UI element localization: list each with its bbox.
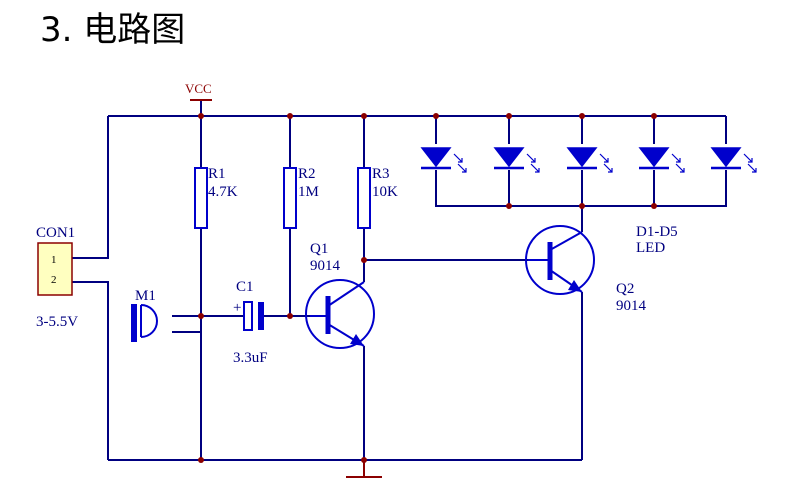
resistor-r3: R3 10K	[357, 166, 398, 229]
supply-voltage: 3-5.5V	[36, 314, 78, 330]
leds-type: LED	[636, 240, 665, 256]
vcc-terminal: VCC	[185, 81, 212, 116]
con1-ref: CON1	[36, 225, 75, 241]
led-d5	[710, 147, 757, 173]
leds-ref: D1-D5	[636, 224, 678, 240]
page-title: 3. 电路图	[40, 10, 186, 50]
connector-con1: CON1 1 2 3-5.5V	[36, 225, 78, 330]
vcc-label: VCC	[185, 81, 212, 96]
led-d4	[638, 147, 685, 173]
con1-pin1: 1	[51, 254, 57, 266]
r3-value: 10K	[372, 184, 398, 200]
resistor-r2: R2 1M	[283, 166, 319, 229]
resistor-r1: R1 4.7K	[194, 166, 238, 229]
capacitor-value: 3.3uF	[233, 350, 268, 366]
con1-pin2: 2	[51, 274, 57, 286]
junction-dots	[198, 113, 657, 463]
mic-ref: M1	[135, 288, 156, 304]
q1-ref: Q1	[310, 241, 328, 257]
led-d1	[420, 147, 467, 173]
transistor-q2: Q2 9014	[525, 225, 647, 314]
r3-ref: R3	[372, 166, 390, 182]
capacitor-c1: + C1 3.3uF	[233, 279, 268, 366]
led-d3	[566, 147, 613, 173]
wires	[72, 115, 727, 461]
capacitor-polarity: +	[233, 300, 241, 316]
r2-ref: R2	[298, 166, 316, 182]
q2-ref: Q2	[616, 281, 634, 297]
r2-value: 1M	[298, 184, 319, 200]
capacitor-ref: C1	[236, 279, 254, 295]
r1-ref: R1	[208, 166, 226, 182]
q2-value: 9014	[616, 298, 647, 314]
led-d2	[493, 147, 540, 173]
q1-value: 9014	[310, 258, 341, 274]
r1-value: 4.7K	[208, 184, 238, 200]
microphone-m1: M1	[131, 288, 158, 342]
transistor-q1: Q1 9014	[305, 241, 375, 349]
